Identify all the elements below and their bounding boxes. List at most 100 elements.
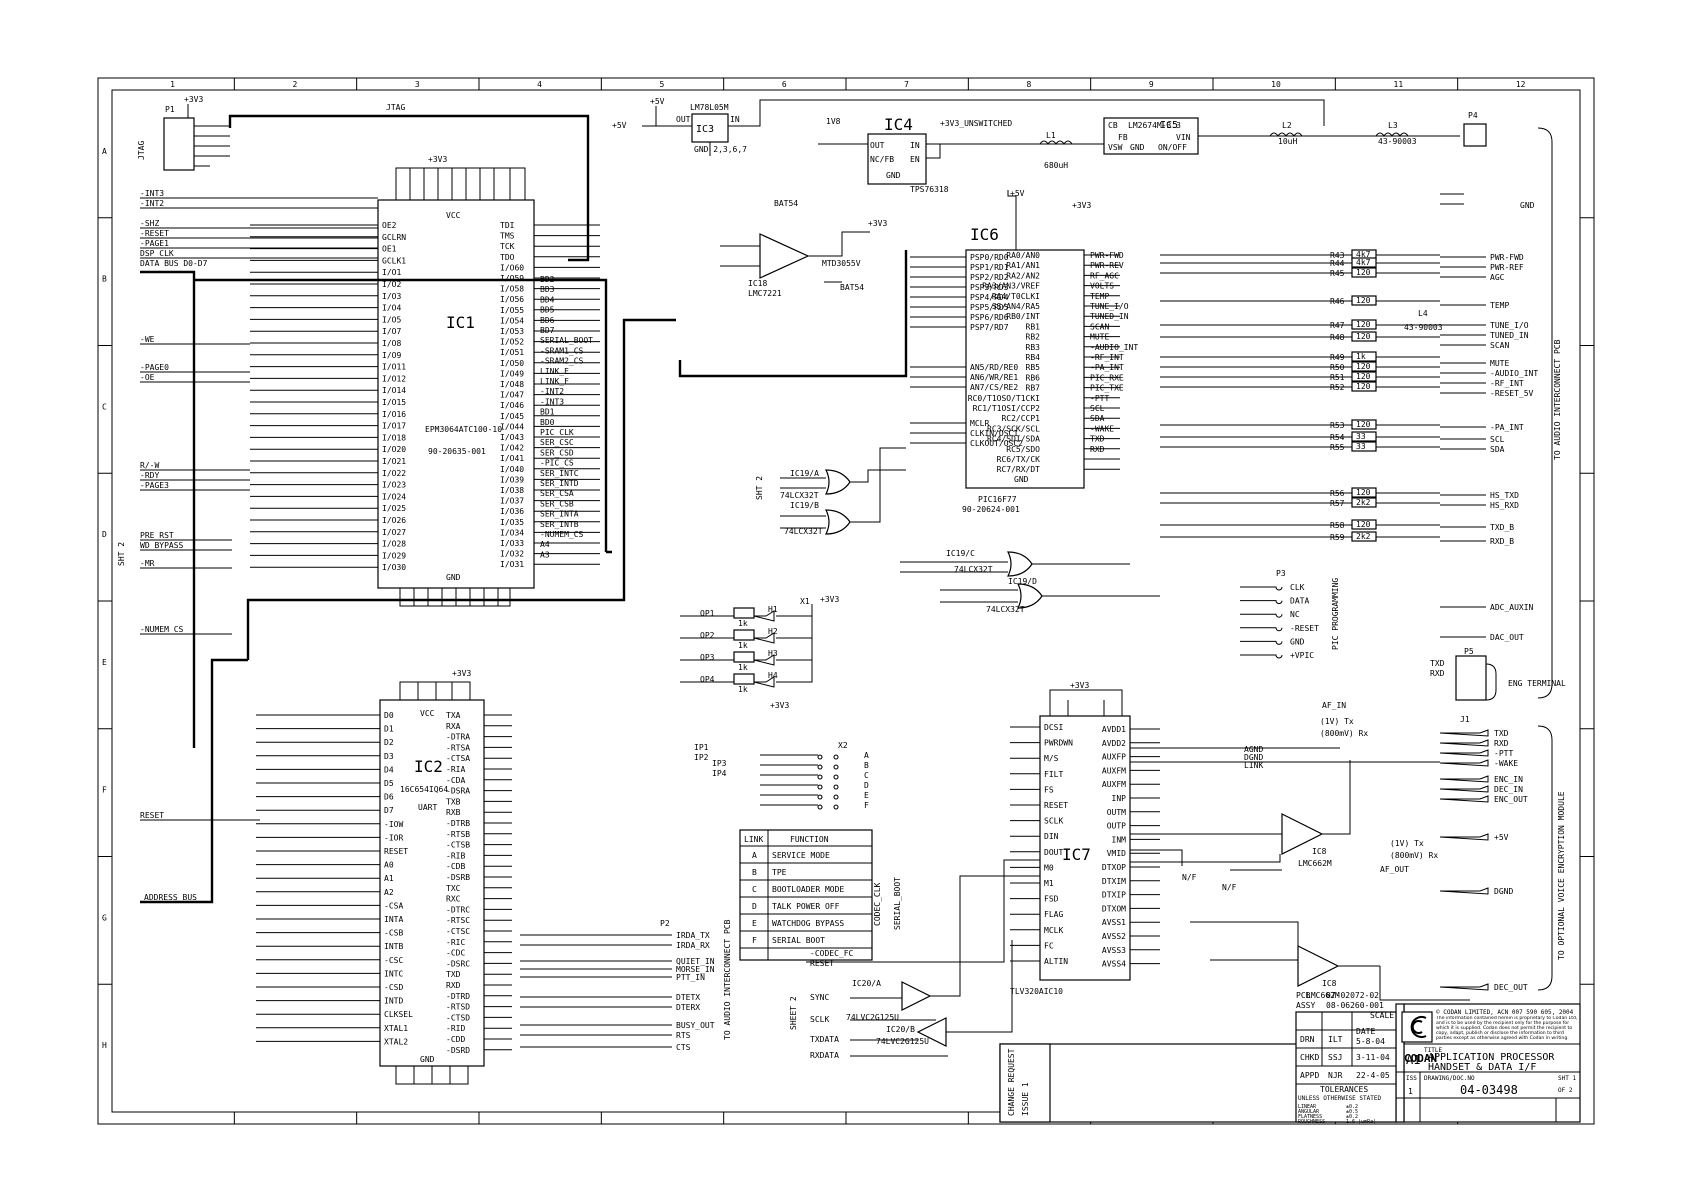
ic7-pin-left: M/S (1044, 754, 1059, 763)
p3-net: NC (1290, 610, 1300, 619)
row-label-E: E (102, 658, 107, 667)
ic20-reset-label: RESET (810, 959, 834, 968)
ic1-pin-right: I/O35 (500, 518, 524, 527)
ic6-net: -PTT (1090, 394, 1109, 403)
l3-value: 43-90003 (1378, 137, 1417, 146)
rx1-label: (800mV) Rx (1320, 729, 1368, 738)
left-net: -PAGE3 (140, 481, 169, 490)
right-conn-net: -RF_INT (1490, 379, 1524, 388)
row-label-B: B (102, 275, 107, 284)
rail-1v8: 1V8 (826, 117, 841, 126)
tx1-label: (1V) Tx (1320, 717, 1354, 726)
j1-net: -PTT (1494, 749, 1513, 758)
link-table-link: E (752, 919, 757, 928)
p3-pin (1240, 613, 1283, 618)
ic8b-ref: IC8 (1322, 979, 1337, 988)
ic1-net-right: PIC_CLK (540, 428, 574, 437)
ic2-pin-right: RXD (446, 981, 461, 990)
ic1-pin-left: I/O24 (382, 492, 406, 501)
ic2-pin-left: -IOW (384, 820, 403, 829)
ic20a-ref: IC20/A (852, 979, 881, 988)
ic6-pin-right: RA0/AN0 (1006, 251, 1040, 260)
left-net: -NUMEM_CS (140, 625, 184, 634)
j1-pin (1439, 795, 1489, 803)
h-label-1: H1 (768, 605, 778, 614)
ic2-part: 16C654IQ64 (400, 785, 448, 794)
ic2-pin-right: -DSRD (446, 1046, 470, 1055)
op-resistor-value: 1k (738, 663, 748, 672)
ic1-net-right: SER_CSB (540, 499, 574, 508)
right-conn-net: TXD_B (1490, 523, 1514, 532)
right-conn-net: SCL (1490, 435, 1505, 444)
ic6-pin-left: AN7/CS/RE2 (970, 383, 1018, 392)
ic3-pins: GND 2,3,6,7 (694, 145, 747, 154)
ic6-net: TUNED_IN (1090, 312, 1129, 321)
ic6-pin-left: AN5/RD/RE0 (970, 363, 1018, 372)
p2-net: DTERX (676, 1003, 700, 1012)
ic2-pin-left: INTA (384, 915, 403, 924)
ic4-part: TPS76318 (910, 185, 949, 194)
resistor-value-R49: 1k (1356, 352, 1366, 361)
ic2-pin-right: -DTRA (446, 733, 470, 742)
p4-gnd: GND (1520, 201, 1535, 210)
x2-pin-A: A (864, 751, 869, 760)
ic7-pin-right: AVDD1 (1102, 725, 1126, 734)
link-table-function: SERIAL BOOT (772, 936, 825, 945)
ic1-pin-right: TDI (500, 221, 515, 230)
right-conn-net: SDA (1490, 445, 1505, 454)
right-conn-net: MUTE (1490, 359, 1509, 368)
ic2-pin-left: INTC (384, 969, 403, 978)
ic2-pin-left: RESET (384, 847, 408, 856)
ic2-pin-right: -RTSA (446, 743, 470, 752)
ic1-net-right: -NUMEM_CS (540, 530, 584, 539)
ic6-pin-right: RC4/SDI/SDA (987, 435, 1040, 444)
ic1-net-right: BD3 (540, 285, 555, 294)
nf-1: N/F (1182, 873, 1197, 882)
ic2-pin-left: INTD (384, 997, 403, 1006)
ic7-pin-right: VMID (1107, 849, 1126, 858)
codec-clk-vlabel: CODEC_CLK (873, 882, 882, 926)
ic2-pin-right: -CTSB (446, 841, 470, 850)
codan-logo (1401, 1011, 1433, 1043)
ic2-pin-left: D1 (384, 725, 394, 734)
ic1-pin-right: I/O32 (500, 550, 524, 559)
ic4-en: EN (910, 155, 920, 164)
resistor-value-R51: 120 (1356, 372, 1371, 381)
ic1-net-right: SER_CSD (540, 448, 574, 457)
sht-label: SHT 1 (1558, 1075, 1576, 1082)
p1-label: P1 (165, 105, 175, 114)
ic1-pin-right: I/O34 (500, 528, 524, 537)
ic6-net: RXD (1090, 445, 1105, 454)
af-in-label: AF_IN (1322, 701, 1346, 710)
ic7-pin-left: FLAG (1044, 910, 1063, 919)
ic5-onoff: ON/OFF (1158, 143, 1187, 152)
left-net: -INT2 (140, 199, 164, 208)
link-table-link: A (752, 851, 757, 860)
ic7-rail: +3V3 (1070, 681, 1089, 690)
h-label-2: H2 (768, 627, 778, 636)
ic6-pin-right: RC7/RX/DT (997, 465, 1041, 474)
p2-net: IRDA_TX (676, 931, 710, 940)
ic3-part: LM78L05M (690, 103, 729, 112)
link-table-link: B (752, 868, 757, 877)
ic2-pin-left: -CSC (384, 956, 403, 965)
x2-pin-B: B (864, 761, 869, 770)
rail-5v-ic6: +5V (1010, 189, 1025, 198)
left-net: -PAGE1 (140, 239, 169, 248)
ic4-nc: NC/FB (870, 155, 894, 164)
ic6-net: SCL (1090, 404, 1105, 413)
addrbus-trunk (140, 318, 676, 904)
ic1-net-right: SER_INTC (540, 469, 579, 478)
ic1-pin-right: I/O47 (500, 391, 524, 400)
j1-pin (1439, 775, 1489, 783)
ic6-body (965, 249, 1085, 489)
ic1-gnd: GND (446, 573, 461, 582)
ic1-pin-left: I/O4 (382, 304, 401, 313)
resistor-value-R55: 33 (1356, 442, 1366, 451)
ic1-pin-left: I/O11 (382, 363, 406, 372)
left-net-list: -INT3-INT2-SHZ-RESET-PAGE1DSP_CLK-WE-PAG… (140, 189, 378, 821)
change-text: ISSUE 1 (1021, 1082, 1030, 1116)
ic1-net-right: BD6 (540, 316, 555, 325)
